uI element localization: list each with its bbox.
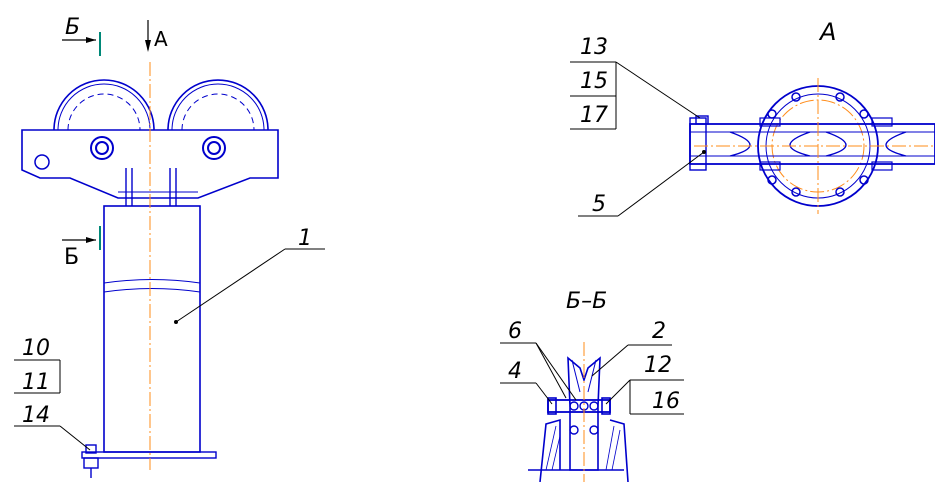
left-axle [90,136,114,160]
leader-13 [615,61,701,119]
section-wheel-groove-left [571,359,581,393]
callout-15: 15 [580,69,608,94]
callout-1: 1 [298,226,312,251]
section-title: Б–Б [566,289,607,314]
section-mark-top: Б [65,15,80,40]
leader-1-dot [174,320,178,324]
right-wheel-rim [171,83,265,131]
section-b-b: Б–Б 6 4 2 12 16 [500,289,684,482]
mounting-plate [21,129,279,199]
right-axle [202,136,226,160]
leader-5-dot [702,150,706,154]
section-wheel [567,356,601,471]
flange-hole-1 [791,92,801,102]
leader-6b [535,342,577,401]
callout-14: 14 [22,403,50,428]
groove-right [825,131,907,157]
column-break-1 [103,279,201,284]
flange-hole-4 [835,187,845,197]
callout-17: 17 [580,103,608,128]
section-mark-left-arrowhead [86,237,96,243]
callout-13: 13 [580,35,608,60]
callout-6: 6 [508,319,522,344]
hatch-2 [551,435,561,471]
section-mark-top-arrowhead [86,37,96,43]
leader-4 [535,382,553,405]
section-housing [539,418,629,482]
beam-top-view [689,123,935,165]
left-wheel [53,79,155,131]
hatch-3 [611,429,621,471]
bolt-nut [83,457,99,469]
column-break-2 [103,288,201,293]
plate-hole-left [34,154,50,170]
view-arrow-a-label: А [154,27,168,51]
callout-16: 16 [652,389,680,414]
end-fitting [689,117,707,171]
section-nut-left [547,397,557,415]
callout-5: 5 [592,192,606,217]
column [103,205,201,453]
flange-hole-2 [835,92,845,102]
flange-hole-7 [767,175,777,185]
right-wheel [167,79,269,131]
end-bolt [695,115,709,125]
section-bearing-3 [589,401,599,411]
right-wheel-inner [181,93,255,131]
view-arrow-a-head [145,40,151,52]
groove-left [729,131,811,157]
callout-4: 4 [508,359,522,384]
section-axle [547,399,611,413]
main-view: Б А [14,15,325,478]
callout-11: 11 [22,370,50,395]
right-axle-inner [207,141,221,155]
callout-10: 10 [22,336,50,361]
bracket-left-bottom [759,161,781,171]
section-mark-left: Б [64,245,79,270]
flange-hole-6 [859,109,869,119]
leader-10-14 [59,425,91,451]
leader-12-16 [605,379,631,405]
section-bearing-5 [589,425,599,435]
base-plate [81,451,217,459]
leader-5 [617,151,705,217]
callout-2: 2 [652,319,666,344]
flange-hole-3 [791,187,801,197]
left-wheel-rim [57,83,151,131]
view-a-title: А [818,18,836,46]
leader-1 [175,248,286,323]
left-wheel-inner [67,93,141,131]
bracket-right-top [871,117,893,127]
bolt-head [85,444,97,454]
view-a: А 13 15 17 [570,18,935,217]
leader-2 [591,344,629,377]
hatch-4 [605,425,615,471]
left-axle-inner [95,141,109,155]
callout-12: 12 [644,353,672,378]
flange-hole-8 [859,175,869,185]
hatch-1 [545,425,557,471]
section-bearing-4 [569,425,579,435]
section-nut-right [601,397,611,415]
bracket-left-top [759,117,781,127]
section-bearing-1 [569,401,579,411]
flange-hole-5 [767,109,777,119]
leader-6a [535,342,567,399]
bracket-right-bottom [871,161,893,171]
